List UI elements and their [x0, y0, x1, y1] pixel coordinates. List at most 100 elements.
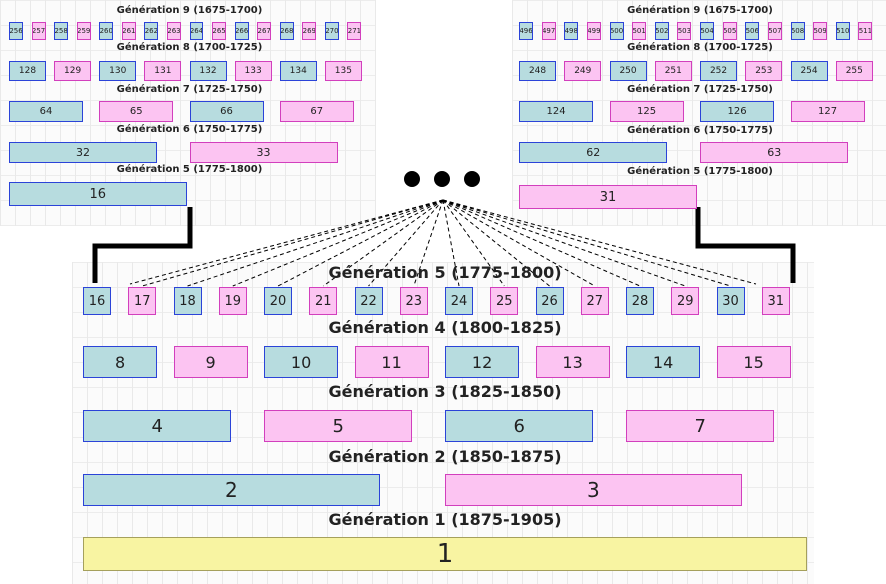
generation-label: Génération 8 (1700-1725) — [116, 42, 263, 53]
person-box: 8 — [83, 346, 158, 378]
person-box: 12 — [445, 346, 520, 378]
person-box: 511 — [858, 22, 873, 40]
generation-label: Génération 7 (1725-1750) — [627, 84, 773, 95]
generation-label: Génération 9 (1675-1700) — [116, 5, 263, 16]
person-box: 124 — [519, 101, 594, 122]
person-box: 132 — [189, 61, 227, 81]
person-box: 63 — [700, 142, 849, 163]
person-box: 269 — [302, 22, 317, 40]
fan-line — [129, 199, 444, 285]
fan-line — [442, 199, 550, 287]
person-box: 248 — [519, 61, 557, 81]
generation-label: Génération 2 (1850-1875) — [328, 447, 562, 466]
generation-label: Génération 7 (1725-1750) — [116, 84, 263, 95]
person-box: 126 — [700, 101, 775, 122]
person-box: 26 — [535, 287, 564, 315]
fan-line — [442, 199, 505, 287]
generation-label: Génération 4 (1800-1825) — [328, 318, 562, 337]
generation-label: Génération 3 (1825-1850) — [328, 382, 562, 401]
person-box: 131 — [144, 61, 182, 81]
person-box: 266 — [234, 22, 249, 40]
person-box: 259 — [76, 22, 91, 40]
person-box: 270 — [324, 22, 339, 40]
generation-label: Génération 5 (1775-1800) — [328, 263, 562, 282]
person-box: 250 — [609, 61, 647, 81]
person-box: 502 — [654, 22, 669, 40]
person-box: 503 — [677, 22, 692, 40]
person-box: 66 — [189, 101, 264, 122]
person-box: 31 — [519, 185, 697, 209]
person-box: 263 — [166, 22, 181, 40]
ellipsis-dot-1 — [404, 171, 420, 187]
person-box: 27 — [580, 287, 609, 315]
fan-line — [442, 199, 641, 287]
generation-label: Génération 8 (1700-1725) — [627, 42, 773, 53]
person-box: 18 — [173, 287, 202, 315]
generation-label: Génération 6 (1750-1775) — [627, 125, 773, 136]
ellipsis-dot-2 — [434, 171, 450, 187]
person-box: 509 — [813, 22, 828, 40]
person-box: 9 — [173, 346, 248, 378]
person-box: 5 — [264, 410, 413, 442]
person-box: 129 — [54, 61, 92, 81]
person-box: 271 — [347, 22, 362, 40]
person-box: 255 — [835, 61, 873, 81]
person-box: 251 — [654, 61, 692, 81]
fan-line — [368, 199, 444, 287]
person-box: 30 — [716, 287, 745, 315]
person-box: 258 — [54, 22, 69, 40]
person-box: 14 — [626, 346, 701, 378]
person-box: 257 — [31, 22, 46, 40]
person-box: 31 — [761, 287, 790, 315]
person-box: 7 — [626, 410, 775, 442]
person-box: 256 — [9, 22, 23, 40]
fan-line — [442, 199, 596, 287]
ellipsis-fan-lines — [129, 199, 757, 287]
fan-line — [322, 199, 444, 287]
person-box: 6 — [445, 410, 594, 442]
person-box: 24 — [445, 287, 474, 315]
fan-line — [232, 199, 444, 287]
person-box: 13 — [535, 346, 610, 378]
person-box: 2 — [83, 474, 380, 506]
person-box: 28 — [626, 287, 655, 315]
person-box: 135 — [324, 61, 362, 81]
person-box: 128 — [9, 61, 46, 81]
person-box: 4 — [83, 410, 232, 442]
person-box: 510 — [835, 22, 850, 40]
person-box: 32 — [9, 142, 157, 163]
person-box: 33 — [189, 142, 338, 163]
person-box: 498 — [564, 22, 579, 40]
person-box: 3 — [445, 474, 742, 506]
person-box: 507 — [767, 22, 782, 40]
person-box: 17 — [128, 287, 157, 315]
generation-label: Génération 5 (1775-1800) — [116, 164, 263, 175]
fan-line — [442, 199, 757, 285]
left-link-connector — [92, 207, 193, 283]
person-box: 23 — [399, 287, 428, 315]
person-box: 29 — [671, 287, 700, 315]
person-box: 62 — [519, 142, 668, 163]
person-box: 253 — [745, 61, 783, 81]
person-box: 15 — [716, 346, 791, 378]
fan-line — [187, 199, 444, 287]
person-box: 25 — [490, 287, 519, 315]
person-box: 508 — [790, 22, 805, 40]
generation-label: Génération 1 (1875-1905) — [328, 510, 562, 529]
fan-line — [277, 199, 444, 287]
person-box: 64 — [9, 101, 83, 122]
person-box: 497 — [541, 22, 556, 40]
person-box: 260 — [99, 22, 114, 40]
person-box: 20 — [264, 287, 293, 315]
ellipsis-dot-3 — [464, 171, 480, 187]
person-box: 11 — [354, 346, 429, 378]
person-box: 267 — [257, 22, 272, 40]
right-link-connector — [695, 207, 796, 283]
fan-line — [413, 199, 444, 287]
person-box: 127 — [790, 101, 865, 122]
person-box: 265 — [212, 22, 227, 40]
person-box: 16 — [83, 287, 112, 315]
person-box: 10 — [264, 346, 339, 378]
